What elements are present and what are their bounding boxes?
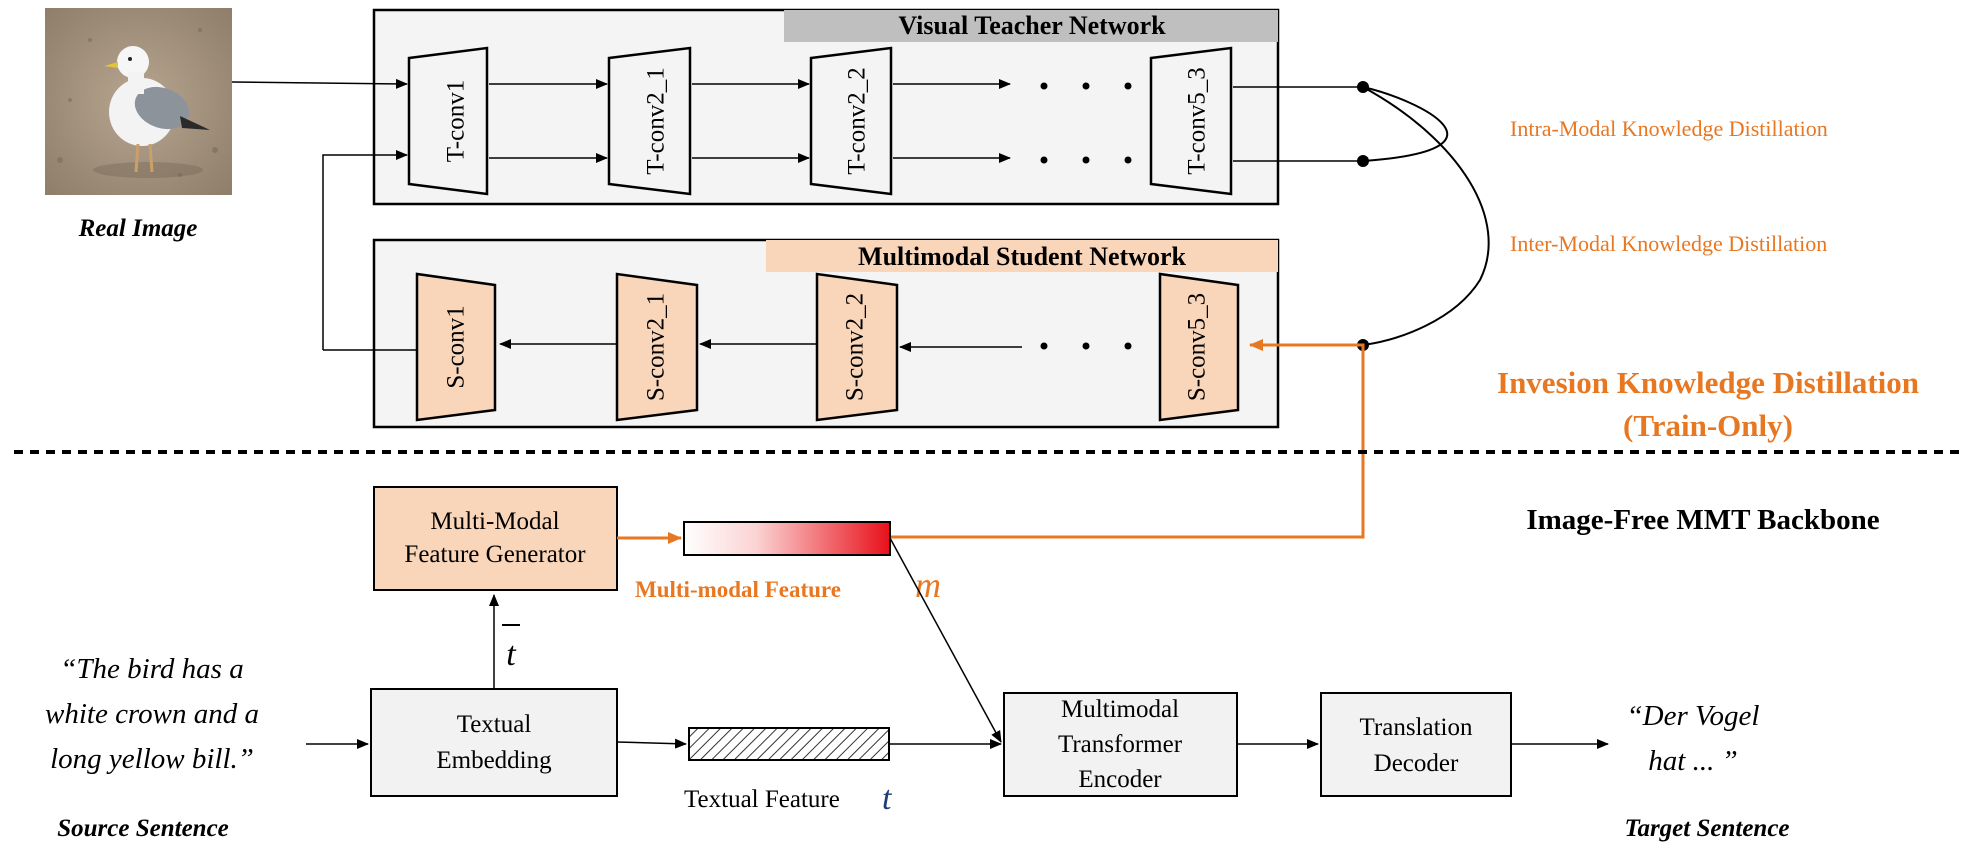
source-sentence-line3: long yellow bill.”	[50, 743, 254, 775]
teacher-network-title: Visual Teacher Network	[898, 11, 1166, 40]
multimodal-feature-label: Multi-modal Feature	[635, 577, 841, 602]
student-layer-shape	[1158, 272, 1240, 422]
decoder-line1: Translation	[1360, 714, 1473, 741]
textual-embedding-line2: Embedding	[436, 747, 552, 774]
backbone-title: Image-Free MMT Backbone	[1526, 504, 1879, 536]
student-layer-label: S-conv2_1	[643, 293, 670, 401]
t-bar-symbol: t	[506, 636, 517, 673]
teacher-layer-label: T-conv2_1	[643, 67, 670, 174]
teacher-layer-label: T-conv5_3	[1184, 67, 1211, 174]
encoder-line3: Encoder	[1078, 766, 1162, 793]
multimodal-feature-symbol: m	[915, 565, 941, 605]
feature-generator-line1: Multi-Modal	[430, 508, 559, 535]
teacher-layer-label: T-conv2_2	[844, 67, 871, 174]
student-layer-label: S-conv2_2	[842, 293, 869, 401]
embedding-to-feature-arrow	[616, 738, 687, 749]
student-layer-label: S-conv5_3	[1184, 293, 1211, 401]
multimodal-feature-vector	[683, 521, 891, 556]
target-sentence-line1: “Der Vogel	[1627, 700, 1760, 732]
teacher-layers	[407, 46, 1233, 196]
student-layer-shape	[415, 272, 497, 422]
teacher-ellipsis	[1040, 82, 1132, 164]
teacher-layer-label: T-conv1	[443, 80, 470, 162]
teacher-connectors	[231, 78, 1363, 350]
encoder-line1: Multimodal	[1061, 696, 1179, 723]
mm-feature-to-encoder-arrow	[889, 537, 1002, 743]
teacher-layer-shape	[607, 46, 692, 196]
inter-modal-label: Inter-Modal Knowledge Distillation	[1510, 231, 1827, 256]
student-ellipsis	[1040, 342, 1132, 350]
teacher-layer-shape	[407, 46, 489, 196]
student-layer-label: S-conv1	[443, 305, 470, 388]
target-sentence-line2: hat ... ”	[1648, 745, 1737, 777]
decoder-line2: Decoder	[1374, 750, 1459, 777]
teacher-layer-shape	[1149, 46, 1233, 196]
distillation-links	[1357, 81, 1490, 351]
textual-feature-vector	[688, 727, 890, 761]
feature-generator-box	[373, 486, 618, 591]
target-sentence-caption: Target Sentence	[1624, 815, 1789, 842]
textual-feature-label: Textual Feature	[684, 786, 840, 813]
student-layer-shape	[815, 272, 899, 422]
real-image	[45, 8, 232, 195]
source-sentence-caption: Source Sentence	[57, 815, 229, 842]
source-sentence-line1: “The bird has a	[60, 653, 243, 685]
real-image-caption: Real Image	[78, 215, 198, 242]
invesion-title: Invesion Knowledge Distillation	[1497, 365, 1919, 400]
intra-modal-label: Intra-Modal Knowledge Distillation	[1510, 116, 1828, 141]
encoder-line2: Transformer	[1058, 731, 1183, 758]
translation-decoder-box	[1320, 692, 1512, 797]
student-layer-shape	[615, 272, 699, 422]
source-sentence-line2: white crown and a	[45, 698, 259, 730]
student-network-title: Multimodal Student Network	[858, 242, 1186, 271]
student-layers	[415, 272, 1240, 422]
teacher-layer-shape	[809, 46, 893, 196]
textual-embedding-box	[370, 688, 618, 797]
textual-embedding-line1: Textual	[457, 711, 532, 738]
feature-generator-line2: Feature Generator	[404, 541, 586, 568]
invesion-path	[890, 339, 1365, 539]
textual-feature-symbol: t	[882, 780, 893, 817]
invesion-subtitle: (Train-Only)	[1623, 408, 1793, 443]
transformer-encoder-box	[1003, 692, 1238, 797]
student-connectors	[323, 339, 1022, 352]
